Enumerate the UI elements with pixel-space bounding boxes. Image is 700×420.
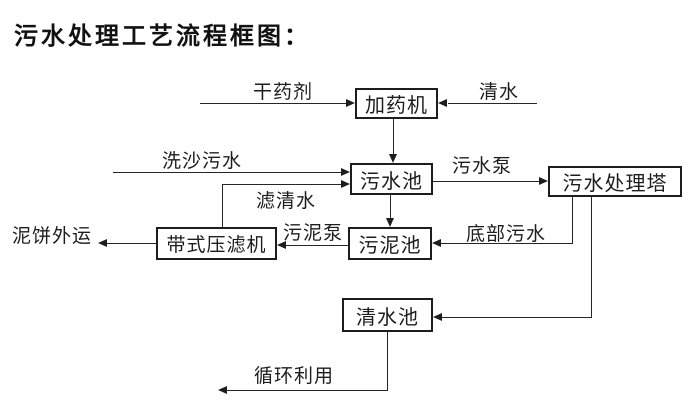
edge-sewage-pump-line: [433, 181, 539, 182]
edge-sludge-pump-arrowhead-icon: [277, 241, 286, 249]
edge-dry-agent-arrowhead-icon: [346, 99, 355, 107]
edge-tower-to-clear-arrowhead-icon: [433, 313, 442, 321]
page-title: 污水处理工艺流程框图：: [14, 23, 311, 50]
node-sewage-pool-label: 污水池: [360, 170, 423, 193]
edge-clear-water-line: [448, 103, 537, 104]
edge-sewage-to-sludge-arrowhead-icon: [386, 218, 394, 227]
label-bottom-sewage: 底部污水: [466, 224, 547, 245]
edge-sand-washing-line: [113, 172, 341, 173]
edge-dosing-to-sewage-arrowhead-icon: [389, 154, 397, 163]
label-recycle-use: 循环利用: [254, 366, 335, 387]
node-sludge-pool-label: 污泥池: [358, 235, 422, 257]
label-clear-water: 清水: [479, 82, 520, 103]
label-sand-washing-sewage: 洗沙污水: [162, 151, 243, 172]
edge-filtered-water-arrowhead-icon: [341, 180, 350, 188]
edge-recycle-arrowhead-icon: [218, 386, 227, 394]
edge-bottom-sewage-vline: [572, 197, 573, 244]
label-sewage-pump: 污水泵: [452, 156, 513, 177]
edge-dry-agent-line: [200, 103, 346, 104]
edge-recycle-hline: [227, 390, 388, 391]
edge-sewage-to-sludge-line: [390, 195, 391, 218]
node-clear-water-pool-label: 清水池: [356, 306, 419, 329]
edge-tower-to-clear-hline: [442, 317, 592, 318]
label-sludge-pump: 污泥泵: [283, 223, 344, 244]
node-sewage-pool: 污水池: [350, 163, 433, 195]
node-dosing-machine: 加药机: [355, 88, 438, 119]
edge-sewage-pump-arrowhead-icon: [539, 177, 548, 185]
node-sludge-pool: 污泥池: [348, 227, 432, 260]
edge-bottom-sewage-hline: [441, 243, 573, 244]
edge-clear-water-arrowhead-icon: [438, 99, 447, 107]
node-dosing-machine-label: 加药机: [365, 95, 428, 117]
edge-recycle-vline: [387, 332, 388, 391]
edge-filtered-water-vline: [222, 184, 223, 227]
edge-filtered-water-hline: [222, 184, 341, 185]
node-treatment-tower-label: 污水处理塔: [562, 173, 668, 195]
label-mud-cake-out: 泥饼外运: [12, 226, 93, 247]
edge-tower-to-clear-vline: [591, 197, 592, 318]
edge-sludge-pump-line: [286, 245, 348, 246]
node-clear-water-pool: 清水池: [342, 298, 433, 332]
edge-dosing-to-sewage-line: [393, 119, 394, 154]
edge-sand-washing-arrowhead-icon: [341, 168, 350, 176]
edge-mud-cake-arrowhead-icon: [98, 239, 107, 247]
node-belt-filter-press-label: 带式压滤机: [166, 235, 267, 256]
node-treatment-tower: 污水处理塔: [548, 166, 682, 197]
node-belt-filter-press: 带式压滤机: [156, 227, 277, 260]
label-filtered-water: 滤清水: [256, 191, 317, 212]
label-dry-agent: 干药剂: [253, 82, 314, 103]
edge-bottom-sewage-arrowhead-icon: [432, 239, 441, 247]
edge-mud-cake-line: [107, 243, 156, 244]
